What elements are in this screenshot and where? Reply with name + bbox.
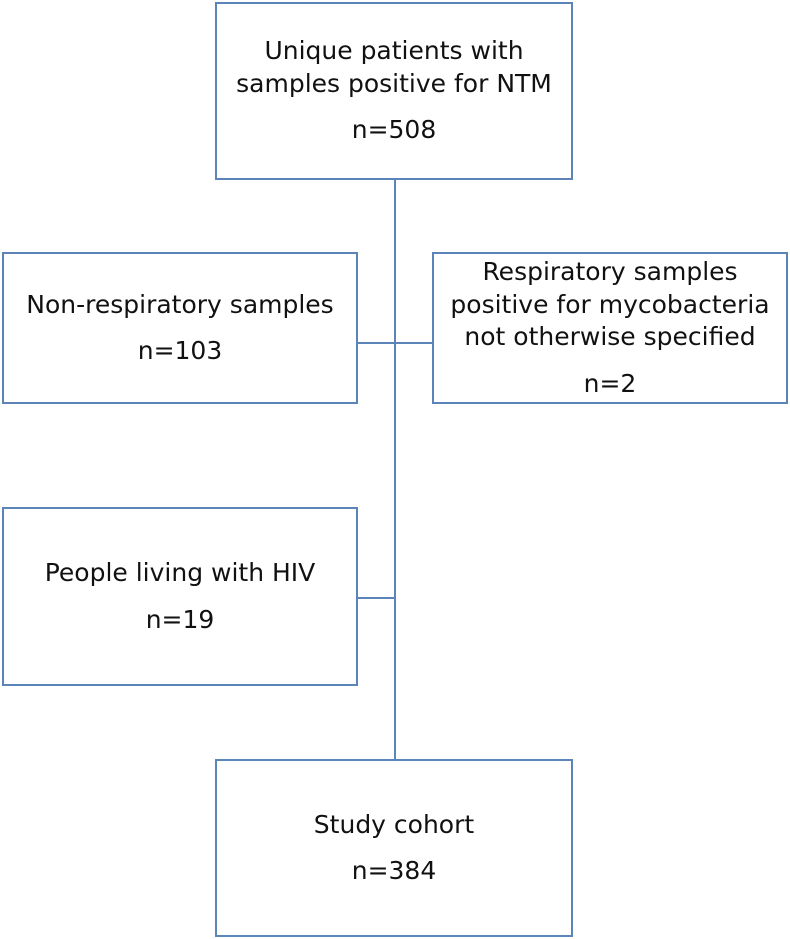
study-cohort-box: Study cohort n=384 (215, 759, 573, 937)
study-cohort-label: Study cohort (313, 809, 475, 839)
respiratory-nos-label-line-2: positive for mycobacteria (450, 289, 770, 319)
respiratory-nos-box: Respiratory samples positive for mycobac… (432, 252, 788, 404)
unique-patients-box: Unique patients with samples positive fo… (215, 2, 573, 180)
respiratory-nos-label-line-1: Respiratory samples (482, 257, 738, 286)
respiratory-nos-count: n=2 (583, 368, 637, 398)
non-respiratory-box: Non-respiratory samples n=103 (2, 252, 358, 404)
respiratory-nos-label-line-3: not otherwise specified (464, 322, 756, 351)
hiv-count: n=19 (145, 604, 215, 634)
hiv-label: People living with HIV (44, 558, 316, 587)
unique-patients-label-line-2: samples positive for NTM (236, 68, 552, 98)
non-respiratory-count: n=103 (137, 336, 223, 365)
study-cohort-count: n=384 (351, 856, 437, 885)
unique-patients-label-line-1: Unique patients with (264, 36, 524, 66)
hiv-box: People living with HIV n=19 (2, 507, 358, 686)
unique-patients-count: n=508 (351, 115, 437, 145)
non-respiratory-label: Non-respiratory samples (26, 289, 334, 319)
